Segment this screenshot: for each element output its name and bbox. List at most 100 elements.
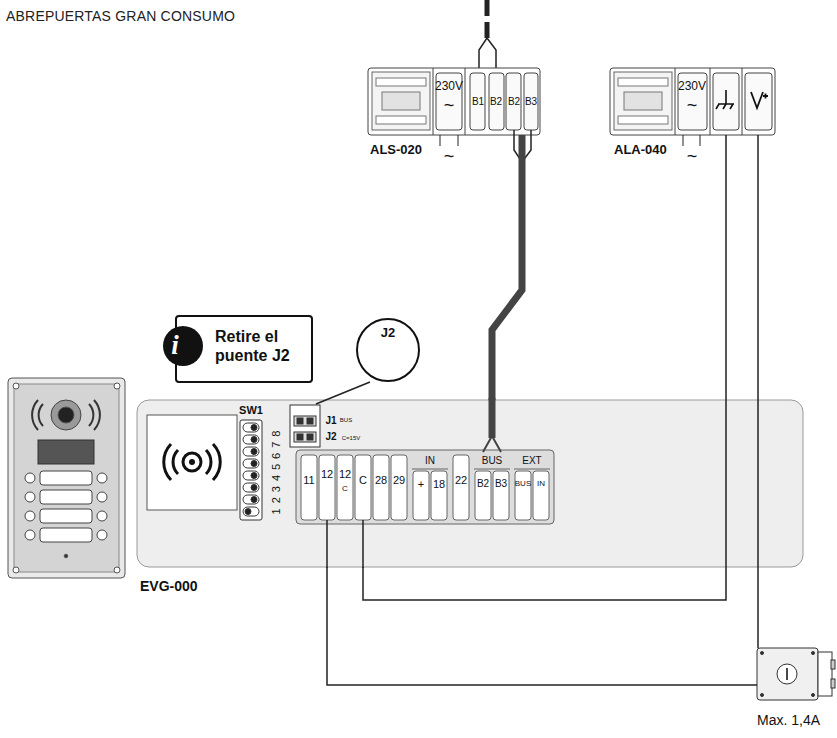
dip-switch <box>240 420 262 520</box>
ala-power-supply <box>614 72 672 130</box>
ala-power-supply <box>618 78 668 86</box>
terminal-block <box>475 471 491 520</box>
part-label: ~ <box>687 147 698 165</box>
call-buttons <box>40 528 92 542</box>
call-buttons <box>40 471 92 485</box>
jumper-block <box>297 418 303 424</box>
jumper-block <box>297 434 303 440</box>
als-power-supply <box>470 73 485 130</box>
call-buttons <box>40 490 92 504</box>
wire <box>363 135 726 600</box>
dip-switch <box>243 471 259 480</box>
als-power-supply <box>372 72 430 130</box>
door-panel <box>14 384 119 572</box>
call-buttons <box>97 473 107 483</box>
call-buttons <box>25 530 35 540</box>
bus-input-cable <box>479 0 496 72</box>
terminal-block <box>493 471 509 520</box>
speaker-icon <box>164 444 220 480</box>
module-wires <box>327 520 363 568</box>
terminal-label: B3 <box>495 479 507 489</box>
module-wires <box>483 436 501 452</box>
wire <box>492 135 522 400</box>
speaker-icon <box>183 453 201 471</box>
terminal-label: 22 <box>455 475 467 486</box>
dip-switch <box>243 483 259 492</box>
terminal-label: BUS <box>482 456 503 466</box>
part-label: B1 <box>472 97 484 107</box>
power-supply-box: ALS-020 <box>370 68 540 135</box>
door-lock <box>831 679 835 688</box>
dip-switch <box>251 461 257 467</box>
terminal-label: C <box>342 485 348 493</box>
terminal-group-lines <box>474 469 510 470</box>
terminal-label: B2 <box>477 479 489 489</box>
ala-power-supply <box>678 73 707 130</box>
terminal-label: 12 <box>339 469 351 480</box>
jumper-block <box>294 432 316 442</box>
terminal-label: 29 <box>393 475 405 486</box>
wire <box>327 567 757 685</box>
terminal-block <box>413 471 429 520</box>
als-power-supply <box>376 116 426 124</box>
call-buttons <box>25 471 107 542</box>
dip-switch <box>251 425 257 431</box>
part-label: J1 <box>325 416 336 426</box>
door-station-module: EVG-000 <box>137 400 803 567</box>
node-label: J2 <box>358 325 418 341</box>
dip-switch <box>243 423 259 432</box>
terminal-label: C <box>359 475 367 486</box>
door-lock <box>757 648 835 700</box>
terminal-group-lines <box>412 469 448 470</box>
ala-power-supply <box>710 68 711 135</box>
part-label: BUS <box>340 417 352 423</box>
terminal-block <box>296 450 554 524</box>
terminal-label: IN <box>425 456 435 466</box>
call-buttons <box>97 530 107 540</box>
call-buttons <box>97 492 107 502</box>
door-panel <box>8 378 125 578</box>
part-label: B2 <box>490 97 502 107</box>
door-panel <box>13 567 19 573</box>
terminal-block <box>355 455 371 520</box>
ala-power-supply <box>683 135 700 146</box>
door-panel <box>32 400 100 430</box>
module-wires <box>489 398 496 438</box>
terminal-block <box>337 455 353 520</box>
jumper-block <box>294 416 316 426</box>
evg-module <box>147 415 237 510</box>
part-label: 12345678 <box>271 426 282 515</box>
dip-switch <box>243 495 259 504</box>
speaker-icon <box>164 444 220 480</box>
call-buttons <box>40 509 92 523</box>
jumper-block <box>307 418 313 424</box>
node-label: Max. 1,4A <box>757 712 820 729</box>
door-panel <box>38 440 94 464</box>
als-power-supply <box>436 73 462 130</box>
leader-line <box>316 382 370 404</box>
als-power-supply <box>489 73 504 130</box>
door-panel <box>51 400 81 430</box>
dip-switch <box>243 507 259 516</box>
door-panel <box>64 554 68 558</box>
call-buttons <box>25 473 35 483</box>
terminal-block <box>453 455 469 520</box>
lock-output-symbol <box>751 92 768 108</box>
bus-input-cable <box>485 0 490 38</box>
door-panel <box>13 383 19 389</box>
terminal-block <box>296 450 554 524</box>
power-supply-box: ALA-040 <box>610 68 775 135</box>
door-lock <box>786 668 788 680</box>
dip-switch <box>251 497 257 503</box>
speaker-icon <box>189 459 195 465</box>
jumper-block <box>290 405 320 447</box>
door-panel <box>58 407 74 423</box>
part-label: ~ <box>444 147 455 165</box>
node-label: Retire el puente J2 <box>215 327 305 365</box>
part-label: B3 <box>525 97 537 107</box>
ala-power-supply <box>624 92 662 110</box>
info-icon <box>163 326 203 366</box>
als-power-supply <box>440 135 458 146</box>
